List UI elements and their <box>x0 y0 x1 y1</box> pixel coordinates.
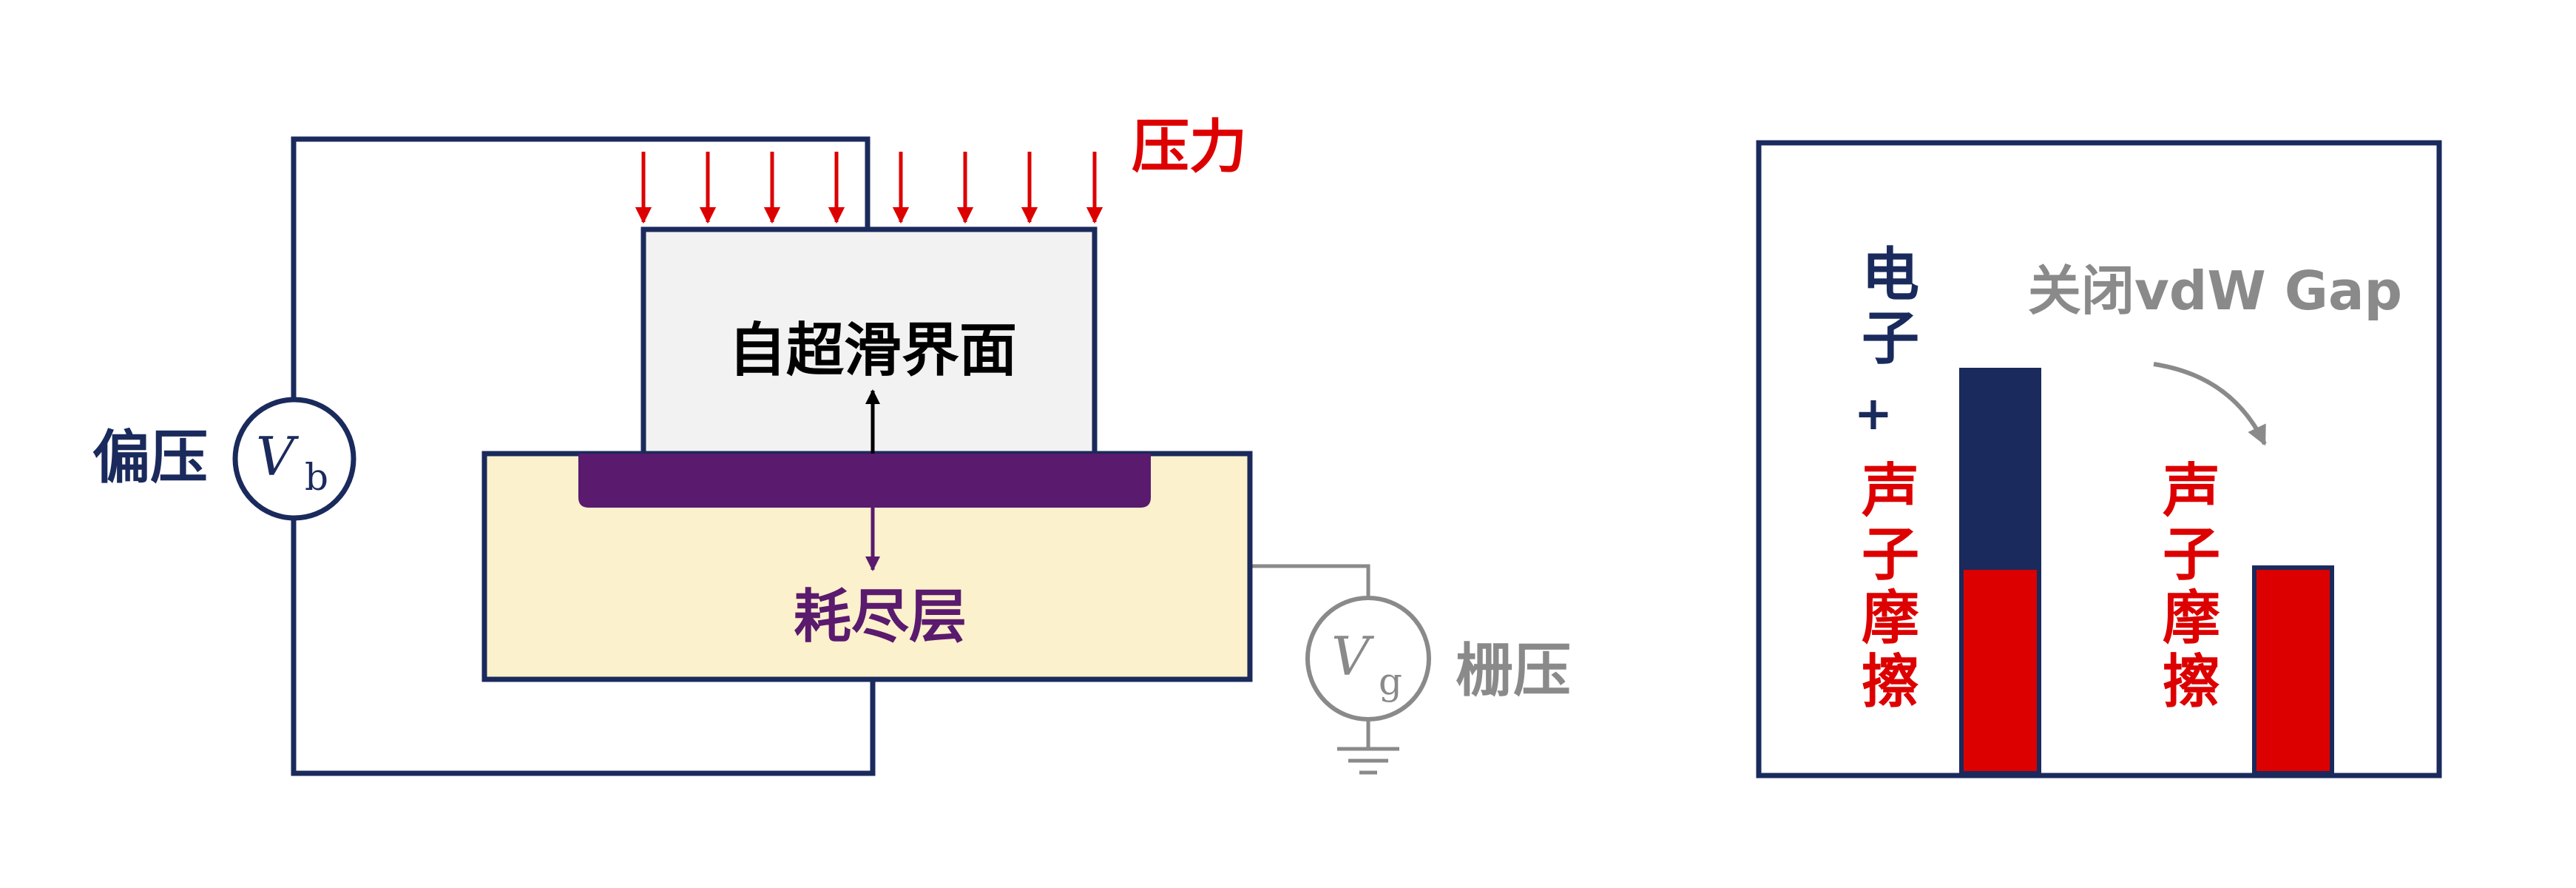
phonon-right-char-4: 擦 <box>2163 649 2220 716</box>
electron-label: 电 子 <box>1862 242 1919 372</box>
friction-bars <box>1959 368 2334 776</box>
depletion-layer-band <box>578 454 1151 508</box>
curved-arrow-icon <box>2153 362 2267 446</box>
plus-sign: + <box>1854 386 1893 440</box>
phonon-friction-bar <box>1959 565 2041 776</box>
close-vdw-gap-label: 关闭vdW Gap <box>2028 260 2402 322</box>
depletion-layer-label: 耗尽层 <box>794 584 967 650</box>
gate-label: 栅压 <box>1456 638 1571 704</box>
phonon-friction-label-left: 声 子 摩 擦 <box>1862 458 1919 716</box>
pressure-label: 压力 <box>1132 114 1247 181</box>
bias-circuit-wire <box>291 136 876 776</box>
interface-label: 自超滑界面 <box>728 317 1017 384</box>
phonon-right-char-3: 摩 <box>2163 585 2220 652</box>
gate-circuit-wire <box>1250 564 1399 775</box>
vg-subscript: g <box>1379 660 1402 703</box>
bias-label: 偏压 <box>92 425 208 491</box>
phonon-left-char-2: 子 <box>1862 522 1919 588</box>
vb-symbol: V <box>256 426 300 488</box>
phonon-friction-label-right: 声 子 摩 擦 <box>2163 458 2220 716</box>
phonon-left-char-3: 摩 <box>1862 585 1919 652</box>
vg-symbol: V <box>1331 625 1375 687</box>
phonon-friction-bar <box>2252 565 2334 776</box>
phonon-right-char-1: 声 <box>2163 458 2220 525</box>
phonon-right-char-2: 子 <box>2163 522 2220 588</box>
gate-voltage-meter: V g <box>1305 596 1431 722</box>
electron-friction-bar <box>1959 368 2041 571</box>
electron-char-2: 子 <box>1862 306 1919 372</box>
vb-subscript: b <box>305 456 328 499</box>
bias-voltage-meter: V b <box>232 397 356 521</box>
slider-block <box>640 226 1098 457</box>
phonon-left-char-4: 擦 <box>1862 649 1919 716</box>
phonon-left-char-1: 声 <box>1862 458 1919 525</box>
pressure-arrows <box>635 152 1103 224</box>
electron-char-1: 电 <box>1862 242 1919 309</box>
